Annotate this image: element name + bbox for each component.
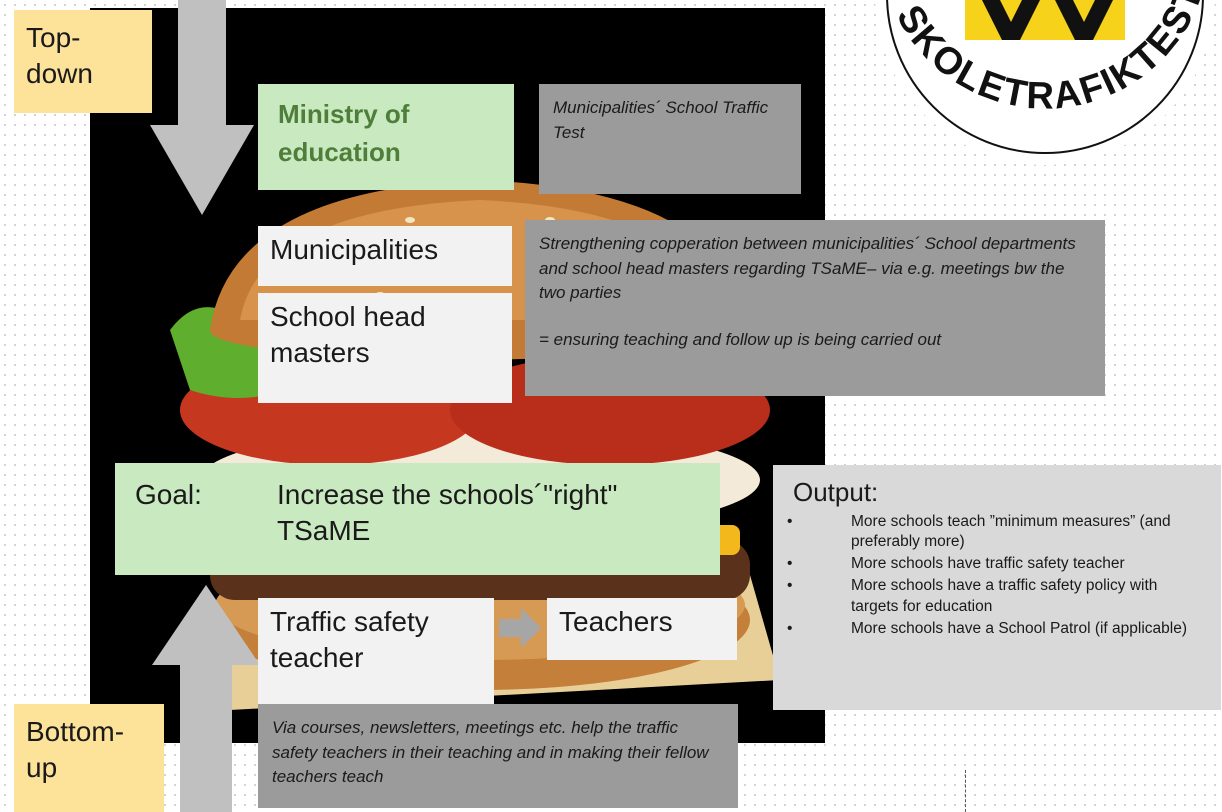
output-box: Output: More schools teach ”minimum meas… [773, 465, 1221, 710]
guide-line [965, 770, 966, 812]
teachers-box: Teachers [547, 598, 737, 660]
cooperation-text: Strengthening copperation between munici… [539, 234, 1076, 303]
output-item: More schools teach ”minimum measures” (a… [787, 512, 1201, 552]
via-note-box: Via courses, newsletters, meetings etc. … [258, 704, 738, 808]
goal-box: Goal: Increase the schools´"right" TSaME [115, 463, 720, 575]
traffic-safety-teacher-box: Traffic safety teacher [258, 598, 494, 704]
skoletrafiktest-logo: SKOLETRAFIKTEST 202 [870, 0, 1215, 165]
ministry-box: Ministry of education [258, 84, 514, 190]
head-masters-box: School head masters [258, 293, 512, 403]
bottom-up-arrow [152, 585, 260, 812]
output-item: More schools have a School Patrol (if ap… [787, 619, 1201, 639]
cooperation-result-text: = ensuring teaching and follow up is bei… [539, 329, 942, 349]
output-title: Output: [793, 477, 879, 507]
cooperation-note-box: Strengthening copperation between munici… [525, 220, 1105, 396]
goal-label: Goal: [135, 479, 202, 510]
output-item: More schools have a traffic safety polic… [787, 576, 1201, 616]
output-item: More schools have traffic safety teacher [787, 554, 1201, 574]
top-down-arrow [150, 0, 254, 215]
right-arrow [499, 608, 541, 648]
bottom-up-label: Bottom-up [14, 704, 164, 812]
goal-text: Increase the schools´"right" TSaME [277, 479, 618, 547]
output-list: More schools teach ”minimum measures” (a… [787, 512, 1201, 639]
municipalities-box: Municipalities [258, 226, 512, 286]
test-note-box: Municipalities´ School Traffic Test [539, 84, 801, 194]
top-down-label: Top-down [14, 10, 152, 113]
